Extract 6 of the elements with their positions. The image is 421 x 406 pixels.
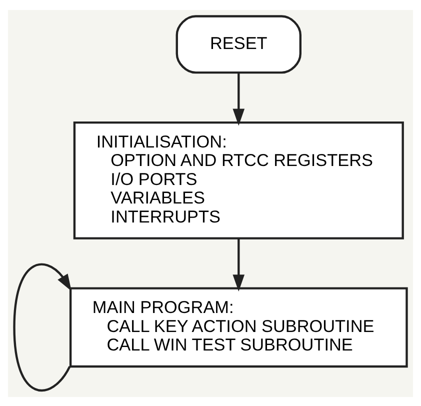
arrow <box>13 262 72 391</box>
node-box: MAIN PROGRAM: CALL KEY ACTION SUBROUTINE CALL WIN TEST SUBROUTINE <box>69 286 408 368</box>
node-box: RESET <box>176 14 302 74</box>
node-box: INITIALISATION: OPTION AND RTCC REGISTERS I/O PORTS VARIABLES INTERRUPTS <box>73 120 404 239</box>
arrow <box>232 238 245 291</box>
arrow <box>232 72 245 126</box>
